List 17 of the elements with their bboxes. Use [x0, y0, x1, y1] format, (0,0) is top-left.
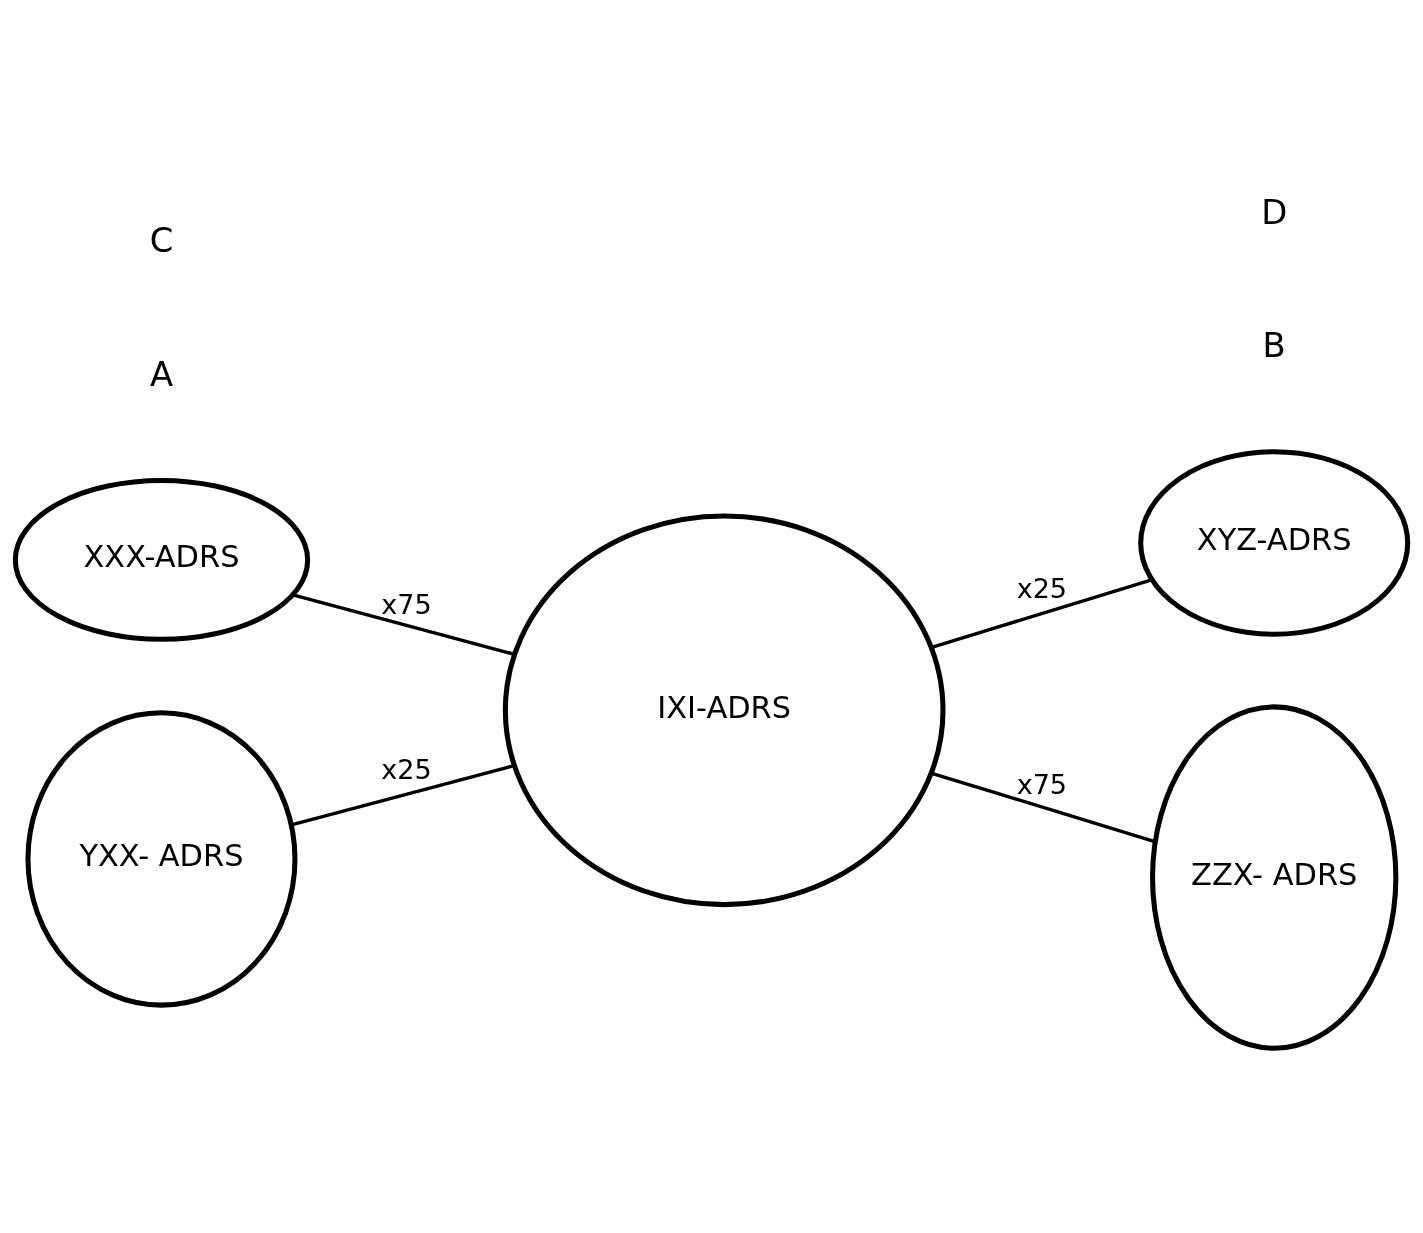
connector	[931, 578, 1153, 649]
edge-label: x75	[381, 588, 432, 620]
connector	[291, 764, 515, 827]
label: B	[1262, 326, 1286, 366]
node-ellipse: XXX-ADRS	[12, 477, 311, 642]
edge-label: x75	[1016, 769, 1068, 801]
connector	[292, 593, 515, 656]
node-ellipse: IXI-ADRS	[502, 513, 946, 908]
label: D	[1261, 192, 1288, 232]
label: A	[149, 354, 174, 394]
label: C	[149, 221, 174, 261]
node-ellipse: ZZX- ADRS	[1150, 704, 1399, 1051]
edge-label: x25	[1016, 573, 1068, 605]
node-circle: YXX- ADRS	[25, 710, 298, 1008]
edge-label: x25	[381, 754, 432, 786]
connector	[931, 771, 1156, 844]
node-ellipse: XYZ-ADRS	[1138, 449, 1411, 637]
